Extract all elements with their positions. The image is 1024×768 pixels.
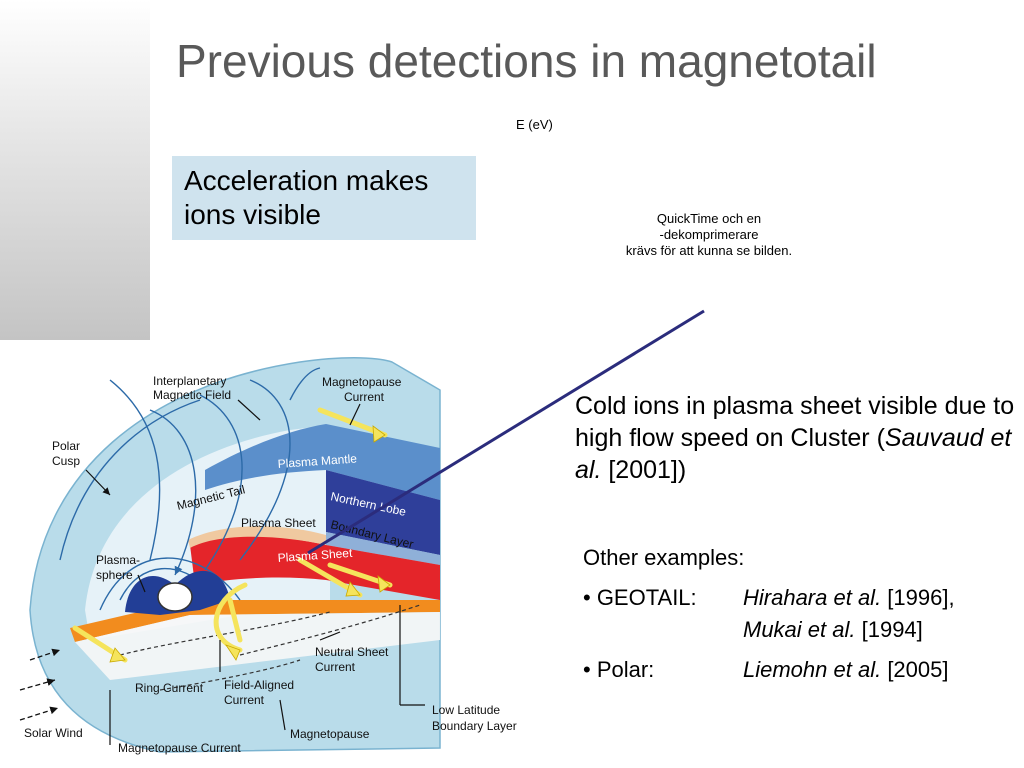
quicktime-placeholder: QuickTime och en -dekomprimerare krävs f… <box>600 211 818 259</box>
geotail-ref-1: Hirahara et al. [1996], <box>743 582 955 614</box>
label-field-aligned-2: Current <box>224 693 265 707</box>
geotail-row-2: Mukai et al. [1994] <box>583 614 1013 646</box>
northern-lobe-region <box>326 470 440 555</box>
label-mp-current-2: Current <box>344 390 385 404</box>
geotail-ref-2-year: [1994] <box>855 617 923 642</box>
polar-label: • Polar: <box>583 657 655 682</box>
energy-axis-label: E (eV) <box>516 117 553 132</box>
geotail-ref-1-year: [1996], <box>881 585 955 610</box>
acceleration-callout: Acceleration makes ions visible <box>172 156 476 240</box>
solar-wind-arrows <box>19 648 61 721</box>
label-plasmasphere-1: Plasma- <box>96 553 140 567</box>
plasma-mantle-region <box>205 424 440 500</box>
earth <box>157 582 193 612</box>
other-examples: Other examples: • GEOTAIL: Hirahara et a… <box>583 542 1013 686</box>
label-neutral-sheet-2: Current <box>315 660 356 674</box>
label-plasma-sheet-red: Plasma Sheet <box>277 546 353 565</box>
label-plasma-sheet: Plasma Sheet <box>241 516 316 530</box>
cold-ions-text: Cold ions in plasma sheet visible due to… <box>575 392 1015 452</box>
polar-row: • Polar: Liemohn et al. [2005] <box>583 654 1013 686</box>
flow-arrowheads <box>109 425 391 663</box>
label-plasma-mantle: Plasma Mantle <box>277 451 357 471</box>
cold-ions-author: Sauvaud et al. <box>575 424 1012 484</box>
field-lines <box>59 367 321 611</box>
dashed-field-lines <box>119 604 421 691</box>
geotail-ref-2-author: Mukai et al. <box>743 617 856 642</box>
cold-ions-statement: Cold ions in plasma sheet visible due to… <box>575 390 1015 486</box>
label-magnetopause-current: Magnetopause Current <box>118 741 241 755</box>
quicktime-line-1: QuickTime och en <box>656 211 762 226</box>
label-field-aligned-1: Field-Aligned <box>224 678 294 692</box>
polar-ref-year: [2005] <box>881 657 949 682</box>
label-polar-cusp-2: Cusp <box>52 454 80 468</box>
quicktime-line-2: -dekomprimerare <box>659 227 759 242</box>
label-llbl-2: Boundary Layer <box>432 719 517 733</box>
label-ring-current: Ring Current <box>135 681 204 695</box>
label-imf-1: Interplanetary <box>153 374 226 388</box>
geotail-ref-1-author: Hirahara et al. <box>743 585 882 610</box>
geotail-ref-2: Mukai et al. [1994] <box>743 614 923 646</box>
slide-title: Previous detections in magnetotail <box>176 35 877 87</box>
boundary-layer-region <box>326 532 440 565</box>
examples-heading: Other examples: <box>583 545 745 570</box>
side-gradient-decoration <box>0 0 150 340</box>
quicktime-line-3: krävs för att kunna se bilden. <box>625 243 793 258</box>
geotail-label: • GEOTAIL: <box>583 585 697 610</box>
label-magnetopause: Magnetopause <box>290 727 370 741</box>
pointer-line <box>307 309 705 555</box>
equatorial-plane <box>75 612 440 680</box>
polar-ref: Liemohn et al. [2005] <box>743 654 948 686</box>
label-plasmasphere-2: sphere <box>96 568 133 582</box>
polar-ref-author: Liemohn et al. <box>743 657 882 682</box>
label-polar-cusp-1: Polar <box>52 439 80 453</box>
geotail-row: • GEOTAIL: Hirahara et al. [1996], <box>583 582 1013 614</box>
label-neutral-sheet-1: Neutral Sheet <box>315 645 389 659</box>
label-imf-2: Magnetic Field <box>153 388 231 402</box>
cold-ions-year: [2001]) <box>601 456 687 484</box>
label-solar-wind: Solar Wind <box>24 726 83 740</box>
label-llbl-1: Low Latitude <box>432 703 500 717</box>
boundary-wedge <box>188 526 326 548</box>
label-mp-current-1: Magnetopause <box>322 375 402 389</box>
leader-lines <box>85 399 425 745</box>
